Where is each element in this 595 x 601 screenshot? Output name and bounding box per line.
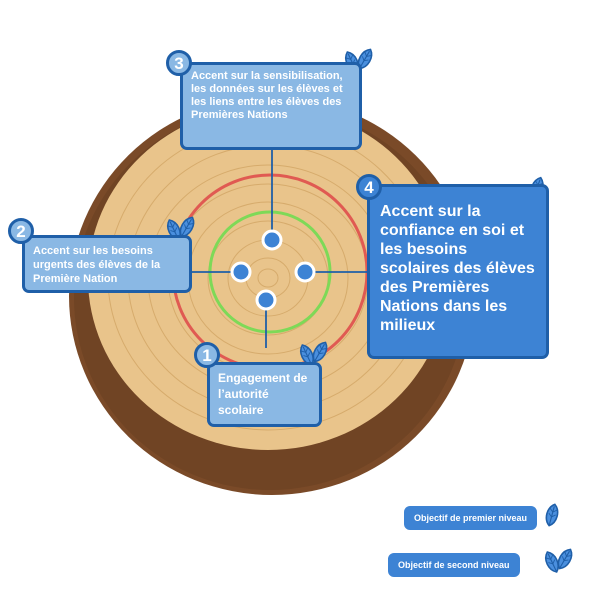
node-top (261, 229, 283, 251)
legend-leaf-icon (543, 502, 561, 528)
legend-second-level: Objectif de second niveau (388, 553, 520, 577)
step-4-number: 4 (356, 174, 382, 200)
node-right (294, 261, 316, 283)
legend-leaf-pair-icon (541, 546, 576, 575)
step-1-number: 1 (194, 342, 220, 368)
step-2-box: Accent sur les besoins urgents des élève… (22, 235, 192, 293)
node-bottom (255, 289, 277, 311)
step-2-number: 2 (8, 218, 34, 244)
step-2-label: Accent sur les besoins urgents des élève… (33, 245, 161, 285)
step-4-label: Accent sur la confiance en soi et les be… (380, 203, 535, 334)
step-3-box: Accent sur la sensibilisation, les donné… (180, 62, 362, 150)
step-4-box: Accent sur la confiance en soi et les be… (367, 184, 549, 359)
step-1-label: Engagement de l’autorité scolaire (218, 371, 308, 417)
step-1-box: Engagement de l’autorité scolaire (207, 362, 322, 427)
connector-nodes (230, 229, 316, 311)
legend-first-level: Objectif de premier niveau (404, 506, 538, 530)
node-left (230, 261, 252, 283)
step-3-number: 3 (166, 50, 192, 76)
step-3-label: Accent sur la sensibilisation, les donné… (191, 70, 343, 121)
